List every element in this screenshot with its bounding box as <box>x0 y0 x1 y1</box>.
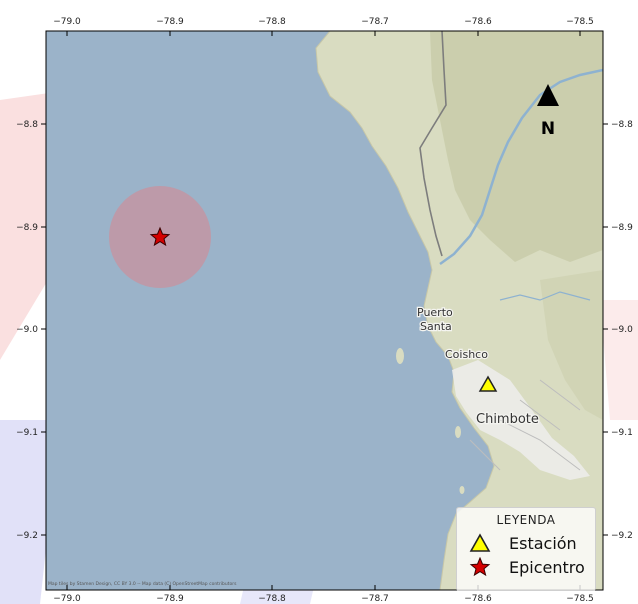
x-tick-label: −78.6 <box>464 594 492 604</box>
y-tick-label: −9.1 <box>611 428 633 438</box>
north-arrow-icon <box>537 84 559 106</box>
y-tick-label: −9.0 <box>16 325 38 335</box>
place-label-puerto: Puerto <box>417 306 453 319</box>
y-axis-left <box>41 123 46 536</box>
place-label-chimbote: Chimbote <box>476 412 539 427</box>
yellow-triangle-icon <box>469 533 491 552</box>
roads <box>469 379 581 471</box>
terrain-shading <box>430 31 603 262</box>
map-frame <box>45 30 604 591</box>
x-tick-label: −78.5 <box>566 594 594 604</box>
y-tick-label: −9.1 <box>16 428 38 438</box>
y-tick-label: −9.0 <box>611 325 633 335</box>
red-star-icon <box>469 557 491 577</box>
x-tick-label: −78.8 <box>258 594 286 604</box>
island <box>459 486 465 494</box>
y-tick-label: −8.9 <box>611 223 633 233</box>
x-tick-label: −78.7 <box>361 17 389 27</box>
x-tick-label: −78.7 <box>361 594 389 604</box>
x-tick-label: −78.9 <box>156 17 184 27</box>
x-tick-label: −78.9 <box>156 594 184 604</box>
legend-title: LEYENDA <box>496 513 556 527</box>
epicenter-marker[interactable] <box>149 226 171 247</box>
station-marker[interactable] <box>478 375 498 392</box>
y-tick-label: −9.2 <box>611 531 633 541</box>
terrain-shading-2 <box>540 270 603 420</box>
legend-label-epicenter: Epicentro <box>509 557 585 577</box>
x-axis-top <box>66 31 581 36</box>
x-tick-label: −78.6 <box>464 17 492 27</box>
place-label-santa: Santa <box>420 320 452 333</box>
legend: LEYENDA Estación Epicentro <box>456 507 596 591</box>
legend-item-station: Estación <box>469 532 577 554</box>
map-attribution: Map tiles by Stamen Design, CC BY 3.0 --… <box>48 582 237 587</box>
x-tick-label: −79.0 <box>53 17 81 27</box>
island <box>396 348 404 364</box>
y-tick-label: −8.8 <box>611 120 633 130</box>
river-north <box>439 68 603 266</box>
north-label: N <box>541 119 555 139</box>
y-tick-label: −8.8 <box>16 120 38 130</box>
x-tick-label: −79.0 <box>53 594 81 604</box>
highway <box>419 31 447 257</box>
y-axis-right <box>603 123 608 536</box>
legend-label-station: Estación <box>509 533 577 553</box>
place-label-coishco: Coishco <box>445 348 488 361</box>
x-tick-label: −78.8 <box>258 17 286 27</box>
y-tick-label: −8.9 <box>16 223 38 233</box>
y-tick-label: −9.2 <box>16 531 38 541</box>
legend-item-epicenter: Epicentro <box>469 556 585 578</box>
x-tick-label: −78.5 <box>566 17 594 27</box>
island <box>455 426 461 438</box>
map-area[interactable]: Puerto Santa Coishco Chimbote N <box>46 31 603 590</box>
river-south <box>499 291 591 301</box>
